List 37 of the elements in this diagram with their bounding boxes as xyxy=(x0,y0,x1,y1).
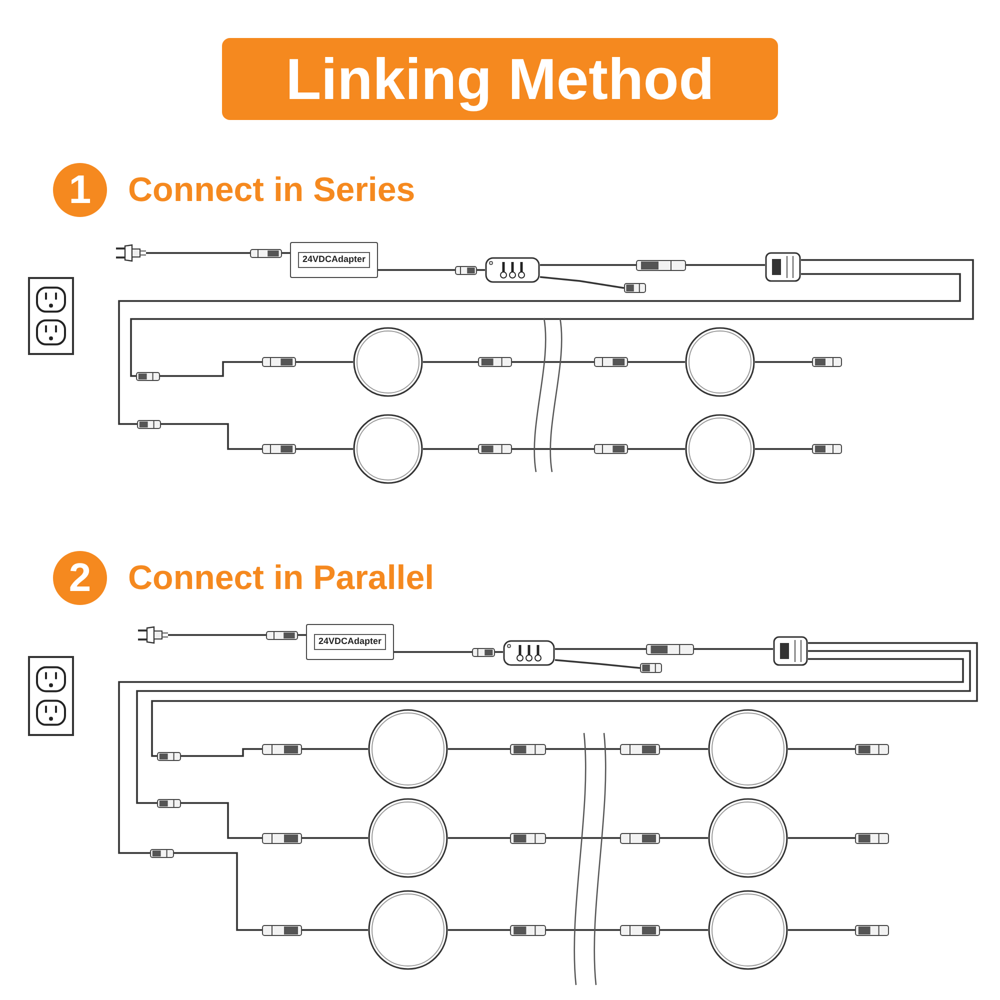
plug-icon xyxy=(138,626,168,644)
wire xyxy=(755,448,812,450)
puck-light xyxy=(368,890,448,970)
puck-light xyxy=(368,798,448,878)
puck-light xyxy=(685,414,755,484)
section-heading: Connect in Series xyxy=(128,170,416,211)
wire xyxy=(554,659,640,669)
power-adapter xyxy=(290,242,378,278)
section-heading: Connect in Parallel xyxy=(128,558,434,599)
puck-light xyxy=(708,890,788,970)
splitter-icon xyxy=(773,636,808,666)
wire xyxy=(118,273,961,450)
wire xyxy=(788,837,855,839)
wire xyxy=(151,642,978,757)
wire xyxy=(136,650,971,839)
step-number: 1 xyxy=(53,163,107,217)
wire xyxy=(118,658,964,931)
puck-light xyxy=(368,709,448,789)
puck-light xyxy=(685,327,755,397)
wire xyxy=(755,361,812,363)
puck-light xyxy=(353,327,423,397)
step-number: 2 xyxy=(53,551,107,605)
power-adapter xyxy=(306,624,394,660)
puck-light xyxy=(708,798,788,878)
puck-light xyxy=(708,709,788,789)
plug-icon xyxy=(116,244,146,262)
wire xyxy=(788,748,855,750)
wire xyxy=(788,929,855,931)
controller-icon xyxy=(503,640,555,666)
puck-light xyxy=(353,414,423,484)
adapter-label: 24VDCAdapter xyxy=(314,634,386,650)
splitter-icon xyxy=(765,252,801,282)
title-banner: Linking Method xyxy=(222,38,778,120)
controller-icon xyxy=(485,257,540,283)
wire xyxy=(540,276,624,289)
wire xyxy=(130,259,974,377)
adapter-label: 24VDCAdapter xyxy=(298,252,370,268)
